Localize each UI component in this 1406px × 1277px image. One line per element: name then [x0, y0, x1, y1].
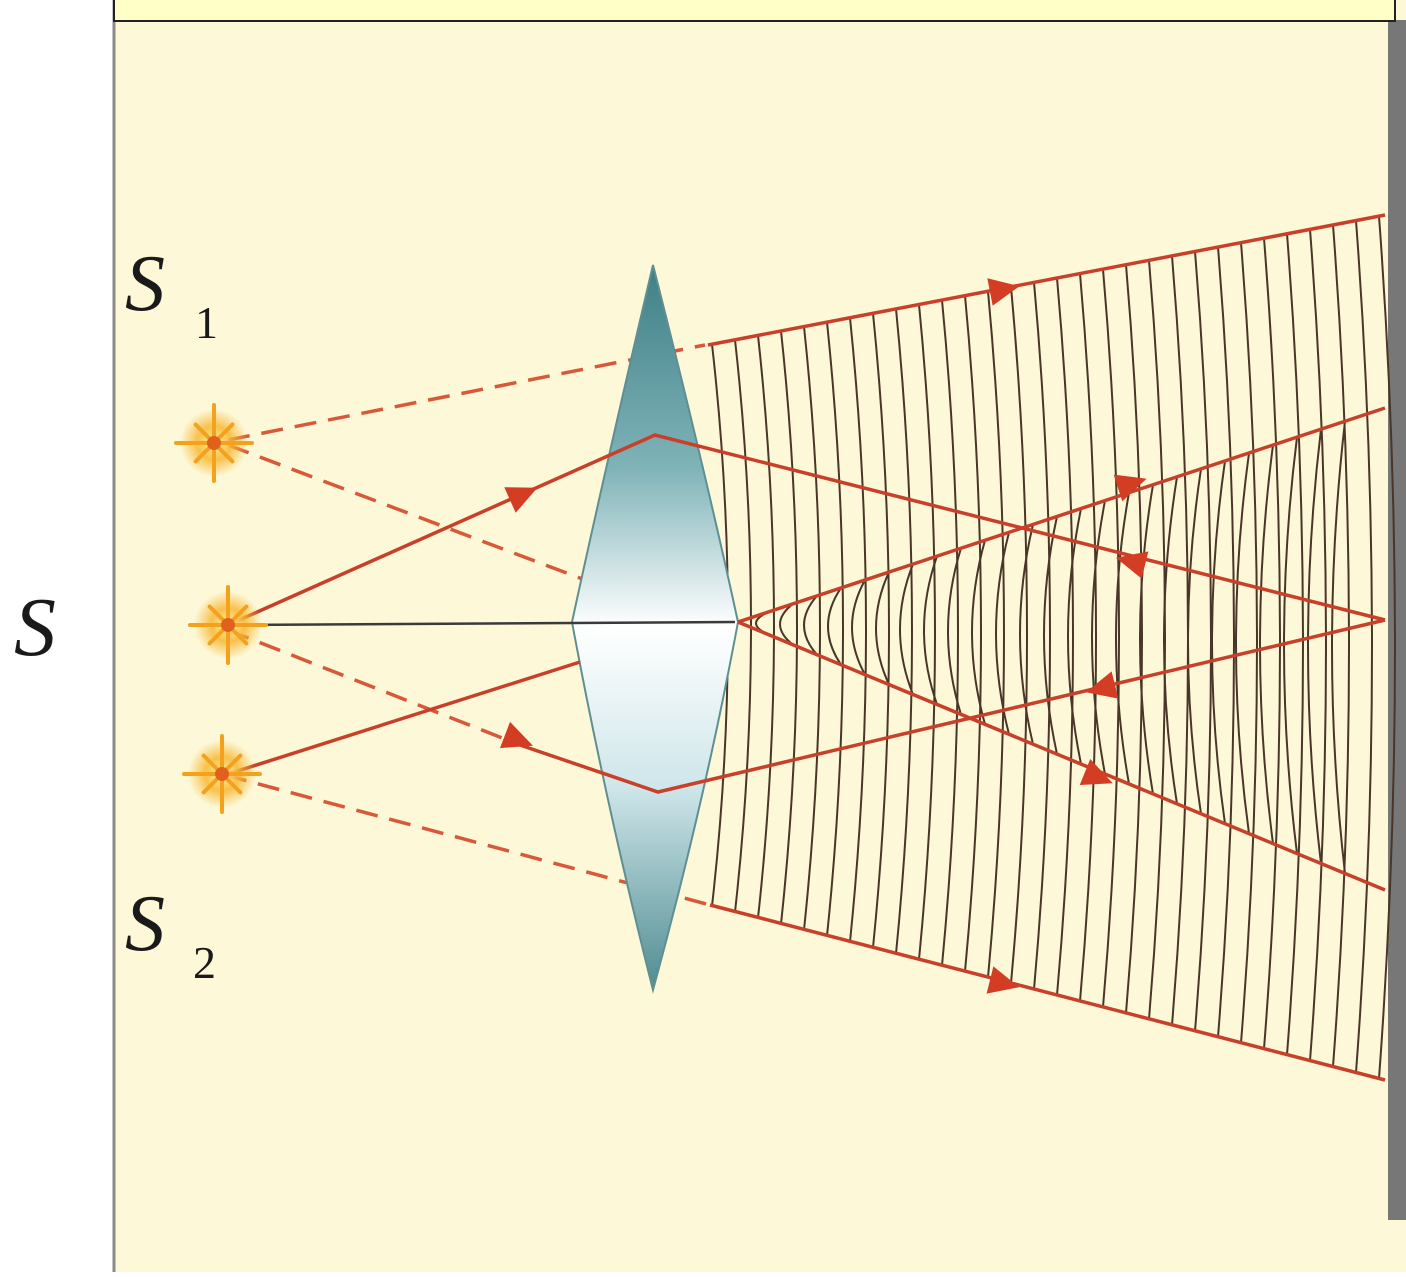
wavefront-arc — [803, 595, 818, 656]
wavefront-arc — [780, 330, 798, 924]
star-s1 — [174, 403, 254, 483]
arrow-axis-lower — [1079, 759, 1113, 785]
wavefront-arc — [941, 299, 959, 966]
wavefront-arc — [1194, 251, 1212, 1031]
ray-s2-to-lens — [224, 660, 581, 777]
label-s2: S — [125, 880, 165, 968]
wavefront-arc — [918, 304, 936, 960]
wavefront-arc — [872, 313, 890, 948]
wavefront-arc — [1115, 492, 1130, 785]
wavefront-arc — [1091, 500, 1106, 775]
wavefront-arc — [849, 317, 867, 942]
wavefront-arc — [987, 291, 1005, 978]
wavefront-arc — [803, 326, 821, 930]
ray-bottom-beam-edge — [709, 903, 1386, 1082]
label-s1: S — [125, 240, 165, 328]
arrow-s-up — [504, 487, 538, 513]
wavefront-arc — [827, 587, 842, 666]
star-core — [221, 618, 235, 632]
wavefront-arc — [851, 579, 866, 676]
star-core — [207, 436, 221, 450]
wavefront-arc — [1378, 216, 1396, 1079]
wavefront-arc — [1139, 484, 1154, 795]
star-core — [215, 767, 229, 781]
wavefront-arc — [923, 555, 938, 705]
wavefront-arc — [1211, 460, 1226, 824]
title-banner — [113, 0, 1396, 22]
wavefront-arc — [1163, 476, 1178, 804]
arrow-converge-lower — [1085, 671, 1119, 699]
wavefront-arc — [1187, 468, 1202, 814]
wavefront-arc — [899, 563, 914, 695]
wavefront-arc — [947, 547, 962, 715]
observation-screen — [1388, 20, 1406, 1220]
ray-arrowheads — [499, 278, 1149, 994]
wavefront-arc — [1309, 229, 1327, 1061]
optical-axis — [227, 620, 736, 627]
dashed-ray-s1-upper — [227, 343, 706, 442]
wavefront-arc — [1010, 286, 1028, 984]
wavefront-arc — [1043, 516, 1058, 755]
ray-top-beam-edge — [707, 213, 1386, 347]
label-s2-subscript: 2 — [193, 937, 216, 988]
dashed-ray-s-lower — [227, 628, 521, 747]
wavefront-arc — [1355, 220, 1373, 1073]
ray-axis-lower-out — [737, 620, 1386, 892]
diagram-background — [113, 0, 1406, 1272]
wavefront-arc — [1240, 242, 1258, 1043]
wavefront-arc — [1125, 264, 1143, 1014]
wavefront-arc — [971, 540, 986, 725]
wavefront-arc — [1019, 524, 1034, 745]
wavefront-arc — [1056, 277, 1074, 996]
arrow-bottom-edge — [986, 966, 1020, 994]
wavefront-arc — [1217, 246, 1235, 1037]
dashed-ray-s1-lower — [227, 443, 586, 582]
arrow-axis-upper — [1113, 474, 1147, 502]
wavefront-arc — [1102, 269, 1120, 1008]
wavefront-arc — [964, 295, 982, 972]
wavefront-arc — [1079, 273, 1097, 1002]
label-s1-subscript: 1 — [195, 297, 218, 348]
wavefront-arcs — [711, 216, 1396, 1079]
solid-rays — [224, 213, 1386, 1082]
label-s: S — [14, 581, 56, 674]
star-s2 — [182, 734, 262, 814]
arrow-top-edge — [987, 278, 1020, 306]
ray-lower-through-lens — [519, 618, 1386, 794]
wavefront-arc — [826, 322, 844, 936]
wavefront-arc — [1259, 444, 1274, 844]
point-sources — [174, 403, 268, 814]
wavefront-arc — [757, 335, 775, 919]
wavefront-arc — [875, 571, 890, 685]
ray-axis-upper-out — [737, 406, 1386, 624]
arrow-s-down — [499, 721, 534, 749]
wavefront-arc — [1033, 282, 1051, 990]
arrow-converge-upper — [1115, 551, 1149, 579]
wavefront-arc — [895, 308, 913, 954]
wavefront-arc — [1331, 421, 1346, 874]
wavefront-arc — [1307, 429, 1322, 864]
star-s — [188, 585, 268, 665]
wavefront-arc — [1286, 233, 1304, 1055]
wavefront-arc — [1235, 452, 1250, 834]
wavefront-arc — [1332, 224, 1350, 1067]
